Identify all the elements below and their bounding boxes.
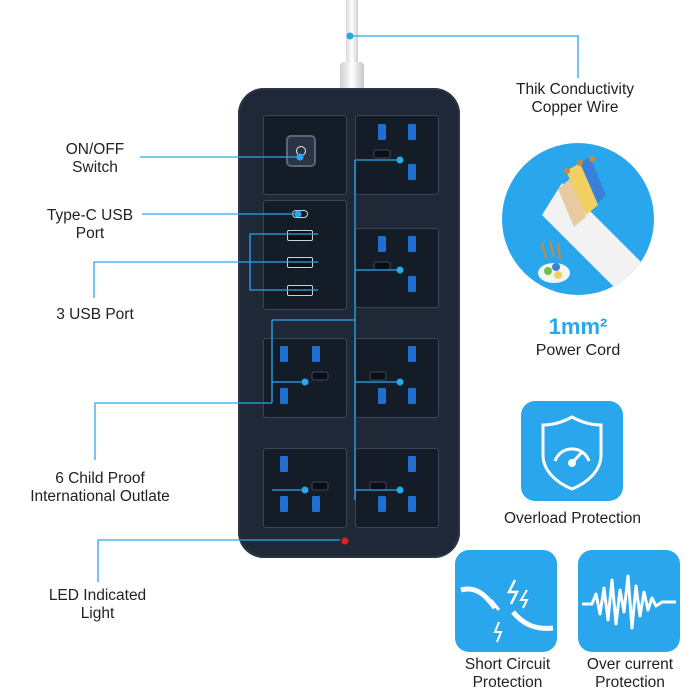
waveform-icon xyxy=(582,574,676,630)
led-light xyxy=(341,537,349,545)
short-circuit-tile xyxy=(455,550,557,652)
over-current-tile xyxy=(578,550,680,652)
usb-port-1[interactable] xyxy=(287,230,313,241)
socket-contacts xyxy=(280,124,416,512)
cable-cross-section-icon xyxy=(538,156,652,295)
outlet-2[interactable] xyxy=(355,228,439,308)
cord-size: 1mm² xyxy=(548,314,608,339)
cord-label: Power Cord xyxy=(535,342,621,359)
broken-wire-spark-icon xyxy=(460,579,554,643)
cable-collar xyxy=(340,62,364,90)
outlet-1[interactable] xyxy=(355,115,439,195)
power-cord-image xyxy=(502,143,654,295)
outlet-4[interactable] xyxy=(355,338,439,418)
outlet-6[interactable] xyxy=(355,448,439,528)
overload-label: Overload Protection xyxy=(504,510,641,527)
shield-gauge-icon xyxy=(541,415,603,491)
usb-label: 3 USB Port xyxy=(56,306,134,323)
outlet-3[interactable] xyxy=(263,338,347,418)
overload-tile xyxy=(521,401,623,501)
power-cable xyxy=(346,0,358,82)
